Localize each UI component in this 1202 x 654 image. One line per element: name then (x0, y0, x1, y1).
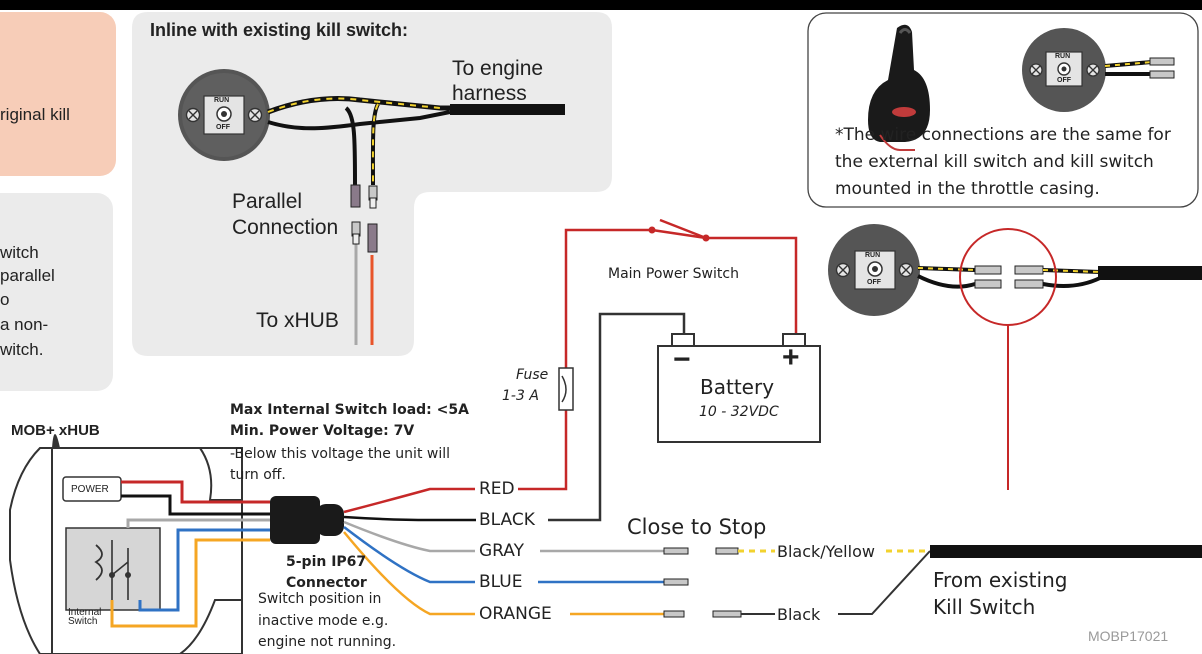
top-border (0, 0, 1202, 10)
fuse-rating: 1-3 A (502, 388, 539, 404)
battery-voltage: 10 - 32VDC (699, 404, 779, 420)
spec-line1: Max Internal Switch load: <5A (230, 402, 469, 418)
from-existing-line2: Kill Switch (933, 595, 1036, 619)
kill-switch-inline (178, 69, 270, 161)
left-note-box (0, 193, 113, 391)
inline-wires (267, 96, 565, 345)
left-note-line4: a non- (0, 315, 49, 334)
wire-label-black: BLACK (479, 510, 535, 530)
throttle-note-line2: the external kill switch and kill switch (835, 152, 1154, 172)
left-note-line2: parallel (0, 266, 55, 285)
inline-title: Inline with existing kill switch: (150, 20, 409, 40)
left-note-line5: witch. (0, 340, 44, 359)
hub-device (9, 434, 243, 654)
from-existing-line1: From existing (933, 568, 1068, 592)
kill-switch-throttle (1022, 28, 1106, 112)
wire-label-red: RED (479, 479, 515, 499)
wire-label-orange: ORANGE (479, 604, 552, 624)
switch-contact-a (648, 226, 656, 234)
kill-switch-right (828, 224, 920, 316)
original-kill-text: riginal kill (0, 105, 70, 124)
black-label: Black (777, 605, 821, 624)
diagram-code: MOBP17021 (1088, 628, 1169, 644)
bottom-connectors (663, 547, 742, 618)
switch-contact-b (702, 234, 710, 242)
connector-note-line3: engine not running. (258, 634, 397, 650)
kill-switch-wires (738, 545, 1202, 615)
battery-icon (657, 333, 821, 443)
hub-power-label: POWER (71, 484, 109, 495)
power-circuit (518, 218, 798, 522)
battery-plus: + (782, 341, 800, 374)
zoom-callout (959, 228, 1057, 490)
fuse-icon (558, 367, 574, 411)
right-off-label: OFF (867, 279, 881, 286)
black-yellow-label: Black/Yellow (777, 542, 875, 561)
close-to-stop-label: Close to Stop (627, 515, 767, 539)
parallel-line1: Parallel (232, 190, 303, 213)
left-note-line3: o (0, 290, 10, 309)
spec-line2: Min. Power Voltage: 7V (230, 423, 415, 439)
throttle-note-line1: *The wire connections are the same for (835, 125, 1171, 145)
throttle-lever-image (868, 24, 930, 151)
to-engine-line2: harness (452, 82, 527, 105)
connector-wires (343, 487, 665, 616)
connector-body (270, 496, 344, 544)
throttle-note-box (807, 12, 1199, 208)
wire-label-blue: BLUE (479, 572, 523, 592)
throttle-note-line3: mounted in the throttle casing. (835, 179, 1100, 199)
to-xhub-label: To xHUB (256, 309, 339, 332)
throttle-switch-wires (1104, 57, 1175, 79)
throttle-run-label: RUN (1055, 53, 1071, 60)
to-engine-line1: To engine (452, 57, 544, 80)
right-switch-wires (917, 265, 1202, 289)
main-power-switch-label: Main Power Switch (608, 266, 739, 282)
wire-label-gray: GRAY (479, 541, 524, 561)
connector-note-line1: Switch position in (258, 591, 382, 607)
connector-name-line2: Connector (286, 575, 367, 591)
battery-minus: − (673, 343, 691, 376)
internal-switch-line2: Switch (68, 616, 98, 627)
internal-switch-line1: Internal (68, 607, 102, 618)
left-note-line1: witch (0, 243, 39, 262)
right-run-label: RUN (865, 252, 881, 259)
fuse-label: Fuse (516, 367, 549, 383)
inline-off-label: OFF (216, 124, 230, 131)
battery-label: Battery (700, 375, 775, 399)
inline-connectors (350, 184, 378, 253)
inline-run-label: RUN (214, 97, 230, 104)
connector-name-line1: 5-pin IP67 (286, 554, 367, 570)
original-kill-box (0, 12, 116, 176)
parallel-line2: Connection (232, 216, 339, 239)
connector-note-line2: inactive mode e.g. (258, 613, 389, 629)
spec-line3: -Below this voltage the unit will (230, 446, 451, 462)
throttle-off-label: OFF (1057, 77, 1071, 84)
spec-line4: turn off. (230, 467, 286, 483)
hub-title: MOB+ xHUB (11, 422, 100, 439)
hub-wires (110, 480, 270, 628)
